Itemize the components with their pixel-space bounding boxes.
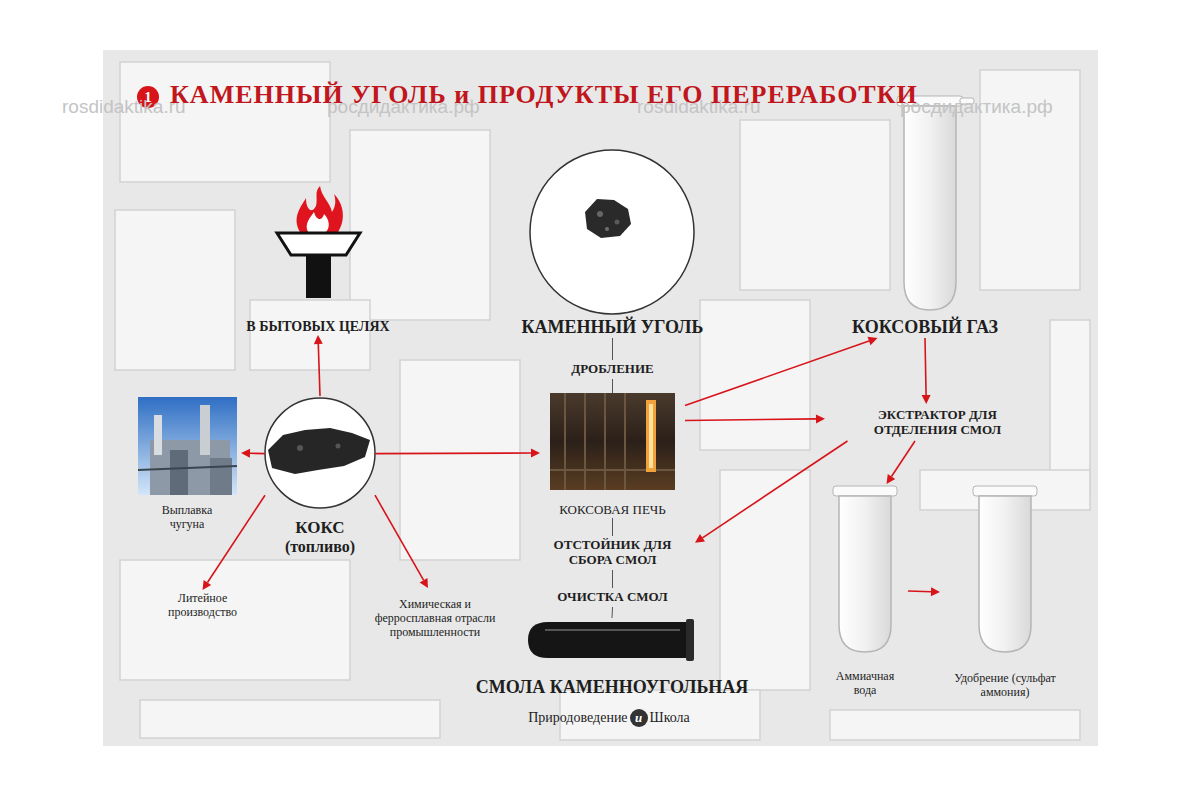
connector-line [612, 607, 614, 618]
flow-arrow [612, 379, 613, 393]
node-text: Химическая и ферросплавная отрасли промы… [373, 598, 498, 639]
sample-tube: Аммиачная вода [822, 484, 908, 698]
publisher-mark: и [630, 709, 648, 727]
use-label: Литейное производство [145, 590, 260, 622]
node-text: Удобрение (сульфат аммония) [950, 672, 1060, 700]
flow-arrow [241, 449, 265, 458]
node-text: СМОЛА КАМЕННОУГОЛЬНАЯ [476, 677, 749, 698]
torch-icon [277, 186, 360, 298]
node-text: Выплавка чугуна [152, 504, 222, 532]
flow-arrow [612, 607, 614, 618]
connector-line [375, 495, 424, 580]
node-text: В БЫТОВЫХ ЦЕЛЯХ [246, 319, 389, 335]
flow-arrow [685, 414, 825, 423]
node-text: ОЧИСТКА СМОЛ [557, 590, 667, 605]
card [103, 50, 1098, 746]
connector-line [908, 590, 931, 592]
connector-line [891, 441, 915, 476]
test-tube [833, 96, 1037, 652]
diagram-title: КАМЕННЫЙ УГОЛЬ и ПРОДУКТЫ ЕГО ПЕРЕРАБОТК… [170, 80, 918, 110]
tar-tube [528, 619, 694, 661]
use-label: Химическая и ферросплавная отрасли промы… [365, 588, 505, 650]
coal-circle [530, 150, 694, 314]
sample-circle: КОКС(топливо) [265, 396, 375, 556]
flow-arrow [685, 337, 878, 406]
photo-box: КОКСОВАЯ ПЕЧЬ [540, 393, 685, 518]
connector-line [685, 419, 816, 421]
process-step: ДРОБЛЕНИЕ [555, 360, 670, 379]
arrow-head [531, 449, 540, 458]
smelting-photo [138, 397, 237, 495]
connector-line [207, 495, 265, 582]
connector-line [925, 338, 926, 395]
connector-line [612, 338, 613, 360]
node-text: КОКСОВЫЙ ГАЗ [852, 317, 998, 338]
connector-line [612, 379, 613, 393]
node-text: КАМЕННЫЙ УГОЛЬ [522, 317, 704, 338]
arrow-head [203, 580, 212, 590]
node-text: ОТСТОЙНИК ДЛЯ СБОРА СМОЛ [538, 538, 688, 568]
arrow-head [695, 534, 705, 543]
watermark: росдидактика.рф [900, 96, 1053, 118]
arrow-head [868, 337, 878, 345]
connector-line [375, 452, 531, 454]
node-text: Аммиачная вода [825, 670, 905, 698]
arrow-head [816, 414, 825, 423]
icon-label: В БЫТОВЫХ ЦЕЛЯХ [246, 188, 390, 335]
node-text: Литейное производство [153, 592, 253, 620]
sample-tube: СМОЛА КАМЕННОУГОЛЬНАЯ [447, 618, 777, 698]
flow-arrow [612, 570, 613, 588]
arrow-head [931, 587, 940, 596]
process-step: ОЧИСТКА СМОЛ [540, 588, 685, 607]
sample-tube: КОКСОВЫЙ ГАЗ [830, 96, 1020, 338]
sample-tube: Удобрение (сульфат аммония) [940, 484, 1070, 700]
connector-line [612, 570, 613, 588]
coke-circle [265, 398, 375, 508]
arrow-head [887, 474, 896, 484]
flow-arrow [375, 449, 540, 458]
node-text: КОКС [295, 518, 344, 538]
publisher-name: Школа [650, 709, 690, 727]
sample-circle: КАМЕННЫЙ УГОЛЬ [505, 150, 720, 338]
flow-arrow [695, 441, 848, 543]
flow-arrow [612, 518, 613, 536]
process-step: ЭКСТРАКТОР ДЛЯ ОТДЕЛЕНИЯ СМОЛ [825, 404, 1050, 441]
connector-line [250, 452, 265, 454]
connector-line [612, 518, 613, 536]
connector-line [685, 341, 869, 406]
flow-arrow [887, 441, 916, 484]
watermark: rosdidaktika.ru [62, 96, 186, 118]
flow-arrow [922, 338, 931, 404]
node-text: КОКСОВАЯ ПЕЧЬ [559, 503, 666, 518]
photo-box: Выплавка чугуна [133, 396, 241, 532]
connector-line [318, 344, 320, 396]
flow-arrow [612, 338, 613, 360]
flow-arrow [908, 587, 940, 596]
flow-arrow [314, 335, 323, 396]
node-text: ЭКСТРАКТОР ДЛЯ ОТДЕЛЕНИЯ СМОЛ [843, 408, 1033, 438]
oven-photo [550, 393, 675, 490]
connector-line [702, 441, 847, 538]
node-subtext: (топливо) [285, 538, 355, 556]
arrow-head [314, 335, 323, 344]
publisher-name: Природоведение [528, 709, 627, 727]
arrow-head [922, 395, 931, 404]
flow-arrow [375, 495, 428, 588]
node-text: ДРОБЛЕНИЕ [571, 362, 653, 377]
process-step: ОТСТОЙНИК ДЛЯ СБОРА СМОЛ [530, 536, 695, 570]
arrow-head [241, 449, 250, 458]
